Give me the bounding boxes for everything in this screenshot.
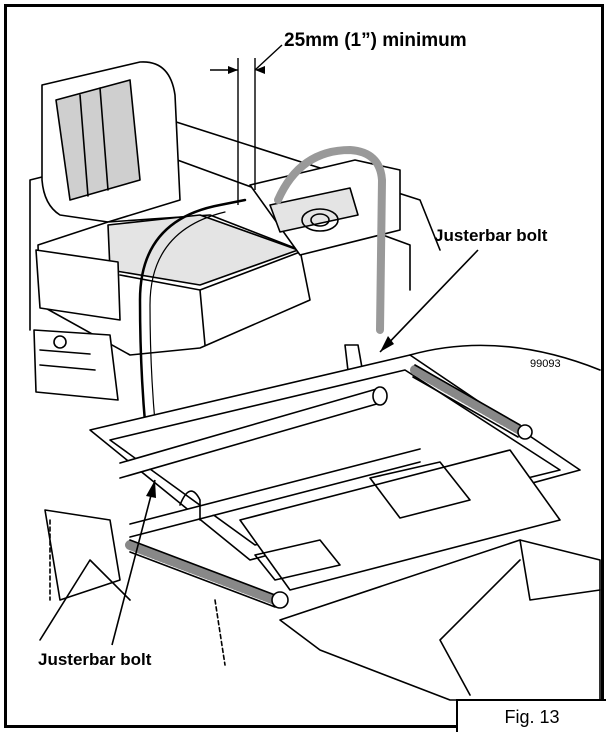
justerbar-bolt-label-bottom: Justerbar bolt: [38, 650, 152, 669]
clearance-dimension-label: 25mm (1”) minimum: [284, 30, 467, 51]
figure-caption: Fig. 13: [456, 699, 606, 732]
figure-frame: [4, 4, 604, 728]
part-number: 99093: [530, 358, 561, 370]
justerbar-bolt-label-top: Justerbar bolt: [434, 226, 548, 245]
